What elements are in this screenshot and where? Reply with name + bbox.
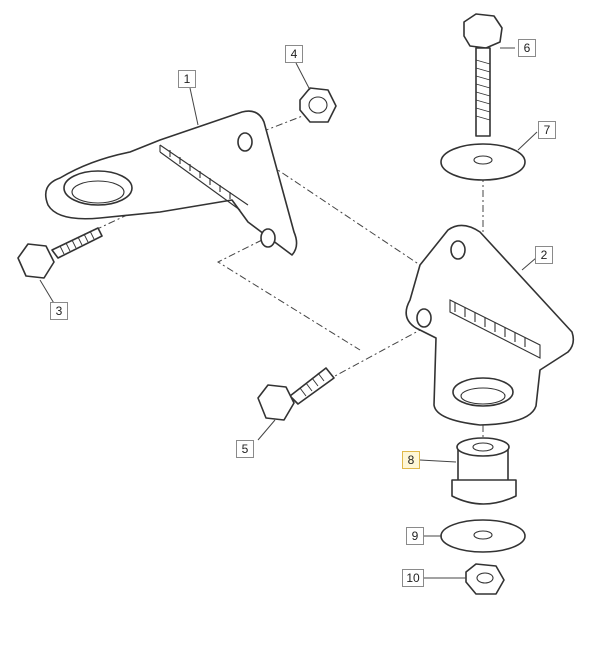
nut-10-part xyxy=(465,563,505,595)
callout-6-label: 6 xyxy=(523,41,531,55)
callout-9-label: 9 xyxy=(411,529,419,543)
washer-7-part xyxy=(440,143,526,181)
callout-9: 9 xyxy=(406,527,424,545)
washer-9-part xyxy=(440,519,526,553)
callout-5-label: 5 xyxy=(241,442,249,456)
callout-3: 3 xyxy=(50,302,68,320)
callout-7-label: 7 xyxy=(543,123,551,137)
bolt-3-part xyxy=(17,227,103,279)
callout-8-label: 8 xyxy=(407,453,415,467)
bushing-8-part xyxy=(451,437,517,505)
callout-8: 8 xyxy=(402,451,420,469)
callout-7: 7 xyxy=(538,121,556,139)
callout-4: 4 xyxy=(285,45,303,63)
callout-10-label: 10 xyxy=(406,571,420,585)
leader-lines xyxy=(39,47,538,579)
bolt-5-part xyxy=(257,367,335,421)
callout-2: 2 xyxy=(535,246,553,264)
callout-10: 10 xyxy=(402,569,424,587)
callout-6: 6 xyxy=(518,39,536,57)
drawbar-bracket-part xyxy=(44,110,298,256)
callout-2-label: 2 xyxy=(540,248,548,262)
nut-4-part xyxy=(299,87,337,123)
callout-5: 5 xyxy=(236,440,254,458)
callout-1-label: 1 xyxy=(183,72,191,86)
axis-line-bracket-lower xyxy=(216,239,361,351)
callout-1: 1 xyxy=(178,70,196,88)
callout-4-label: 4 xyxy=(290,47,298,61)
callout-3-label: 3 xyxy=(55,304,63,318)
hitch-bracket-part xyxy=(405,224,575,426)
bolt-6-part xyxy=(463,13,503,137)
